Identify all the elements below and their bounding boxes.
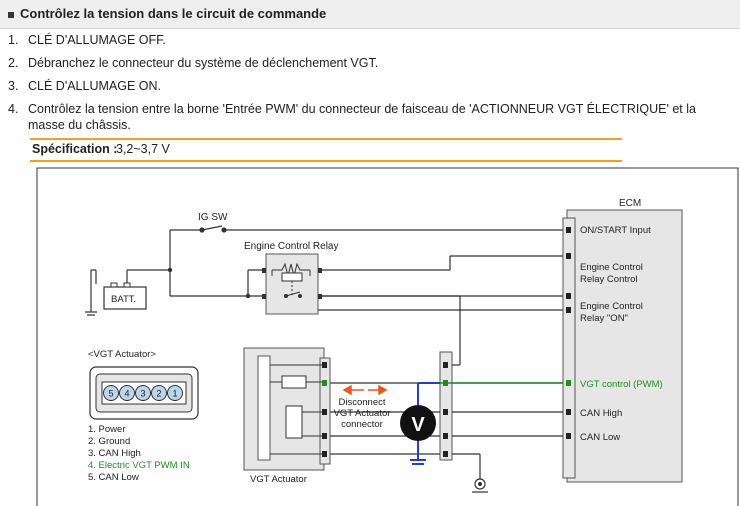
connector-pin-1: 1 xyxy=(167,385,183,401)
ecm-pin-on-start: ON/START Input xyxy=(580,225,651,236)
voltmeter-symbol: V xyxy=(411,414,425,436)
connector-pin-4: 4 xyxy=(119,385,135,401)
battery-terminal xyxy=(123,282,131,288)
step-item: 3. CLÉ D'ALLUMAGE ON. xyxy=(8,78,728,94)
connector-pin-2: 2 xyxy=(151,385,167,401)
chassis-ground-icon xyxy=(472,478,488,493)
svg-text:2: 2 xyxy=(156,389,161,399)
step-number: 1. xyxy=(8,33,19,47)
pin-legend-ground: 2. Ground xyxy=(88,436,130,447)
specification-label: Spécification : xyxy=(32,142,118,156)
ecm-label: ECM xyxy=(619,198,641,209)
pin-legend-pwm: 4. Electric VGT PWM IN xyxy=(88,460,190,471)
svg-text:1: 1 xyxy=(172,389,177,399)
ecm-pin-relay-control-line2: Relay Control xyxy=(580,274,638,285)
disconnect-label-3: connector xyxy=(341,419,383,430)
specification-value: 3,2~3,7 V xyxy=(116,142,170,156)
pin-legend-can-high: 3. CAN High xyxy=(88,448,141,459)
step-item: 4. Contrôlez la tension entre la borne 'E… xyxy=(8,101,728,133)
specification-bar: Spécification : 3,2~3,7 V xyxy=(30,138,622,162)
ecm-pins xyxy=(566,227,571,439)
ecm-pin-can-high: CAN High xyxy=(580,408,622,419)
section-title-text: Contrôlez la tension dans le circuit de … xyxy=(20,6,327,21)
disconnect-label-2: VGT Actuator xyxy=(334,408,391,419)
bullet-square-icon xyxy=(8,11,14,18)
voltmeter-icon: V xyxy=(400,382,440,465)
ig-sw-label: IG SW xyxy=(198,212,228,223)
ignition-switch xyxy=(170,225,565,233)
wiring-diagram: IG SW BATT. Engine Control Relay xyxy=(36,167,739,506)
vgt-actuator-label: VGT Actuator xyxy=(250,474,307,485)
ecm-box xyxy=(566,209,683,483)
step-text: Contrôlez la tension entre la borne 'Ent… xyxy=(28,102,696,132)
svg-text:5: 5 xyxy=(108,389,113,399)
step-item: 1. CLÉ D'ALLUMAGE OFF. xyxy=(8,32,728,48)
connector-pin-5: 5 xyxy=(103,385,119,401)
step-text: Débranchez le connecteur du système de d… xyxy=(28,56,379,70)
svg-text:3: 3 xyxy=(140,389,145,399)
procedure-steps: 1. CLÉ D'ALLUMAGE OFF. 2. Débranchez le co… xyxy=(8,32,728,140)
relay-label: Engine Control Relay xyxy=(244,241,339,252)
diagram-frame xyxy=(36,167,739,506)
step-number: 3. xyxy=(8,79,19,93)
disconnect-arrows-icon xyxy=(342,384,388,396)
svg-text:4: 4 xyxy=(124,389,129,399)
ecm-pin-vgt-control: VGT control (PWM) xyxy=(580,379,663,390)
step-text: CLÉ D'ALLUMAGE ON. xyxy=(28,79,161,93)
battery-label: BATT. xyxy=(111,294,136,305)
section-header: Contrôlez la tension dans le circuit de … xyxy=(0,0,740,29)
ecm-pin-relay-on-line1: Engine Control xyxy=(580,301,643,312)
step-number: 2. xyxy=(8,56,19,70)
ecm-pin-relay-control-line1: Engine Control xyxy=(580,262,643,273)
junction-dot xyxy=(245,293,251,299)
disconnect-label-1: Disconnect xyxy=(339,397,386,408)
step-number: 4. xyxy=(8,102,19,116)
junction-dot xyxy=(167,267,173,273)
harness-connector xyxy=(439,351,453,461)
battery-terminal xyxy=(110,282,118,288)
pin-legend-can-low: 5. CAN Low xyxy=(88,472,139,483)
step-text: CLÉ D'ALLUMAGE OFF. xyxy=(28,33,166,47)
actuator-header-label: <VGT Actuator> xyxy=(88,349,156,360)
step-item: 2. Débranchez le connecteur du système de… xyxy=(8,55,728,71)
engine-control-relay xyxy=(262,253,322,315)
ecm-pin-can-low: CAN Low xyxy=(580,432,620,443)
pin-legend-power: 1. Power xyxy=(88,424,126,435)
connector-pin-3: 3 xyxy=(135,385,151,401)
ecm-pin-relay-on-line2: Relay "ON" xyxy=(580,313,628,324)
section-title: Contrôlez la tension dans le circuit de … xyxy=(8,6,326,21)
vgt-actuator-block xyxy=(243,347,331,471)
